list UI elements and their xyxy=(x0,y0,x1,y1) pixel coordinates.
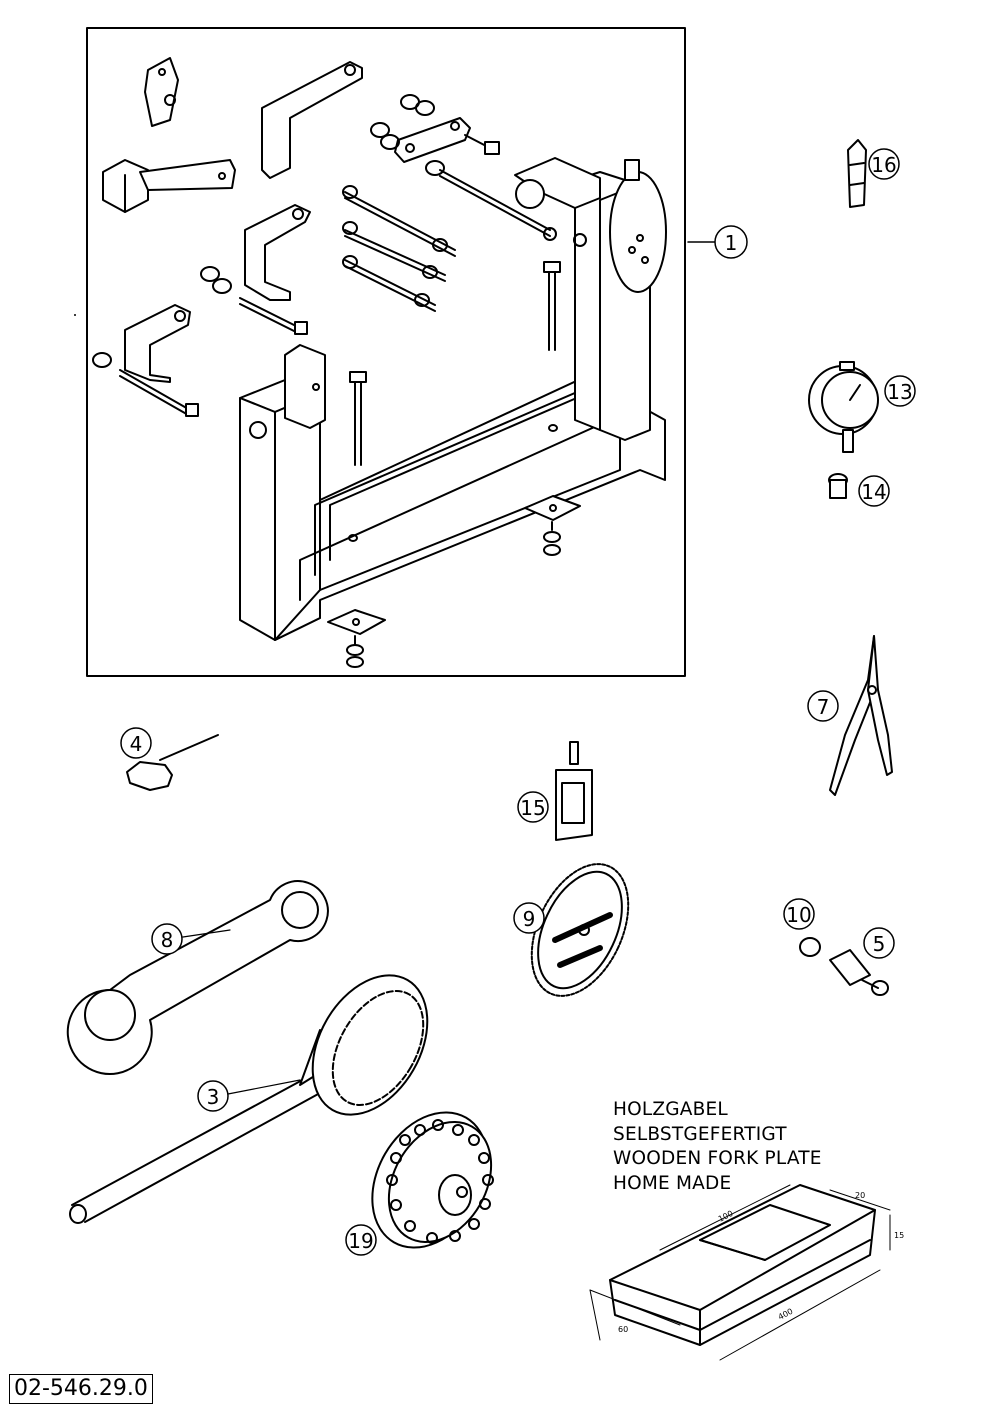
dim-60: 60 xyxy=(618,1325,628,1334)
callout-1: 1 xyxy=(714,225,748,259)
engine-stand-drawing xyxy=(239,157,667,668)
item-13-drawing xyxy=(808,361,879,453)
item-15-drawing xyxy=(555,741,593,841)
callout-16: 16 xyxy=(868,148,900,180)
svg-text:5: 5 xyxy=(873,932,886,956)
callout-14: 14 xyxy=(858,475,890,507)
svg-text:8: 8 xyxy=(161,928,174,952)
svg-text:1: 1 xyxy=(725,231,738,255)
svg-text:3: 3 xyxy=(207,1085,220,1109)
svg-text:16: 16 xyxy=(871,153,896,177)
svg-text:13: 13 xyxy=(887,380,912,404)
callout-19: 19 xyxy=(345,1224,377,1256)
svg-text:10: 10 xyxy=(786,903,811,927)
svg-text:4: 4 xyxy=(130,732,143,756)
item-9-drawing xyxy=(530,863,630,997)
dim-20: 20 xyxy=(855,1191,865,1200)
wooden-fork-plate-drawing xyxy=(589,1184,891,1361)
callout-15: 15 xyxy=(517,791,549,823)
note-line-1: HOLZGABEL xyxy=(613,1099,728,1120)
item-19-drawing xyxy=(371,1111,494,1249)
note-line-3: WOODEN FORK PLATE xyxy=(613,1148,822,1169)
stand-hardware xyxy=(92,57,557,417)
part-number: 02-546.29.0 xyxy=(9,1374,153,1404)
callout-5: 5 xyxy=(863,927,895,959)
dim-15: 15 xyxy=(894,1231,904,1240)
note-line-4: HOME MADE xyxy=(613,1172,732,1194)
assembly-frame-box xyxy=(86,27,686,677)
item-7-drawing xyxy=(829,635,893,796)
item-14-drawing xyxy=(828,473,848,499)
callout-13: 13 xyxy=(884,375,916,407)
callout-9: 9 xyxy=(513,902,545,934)
svg-text:15: 15 xyxy=(520,796,545,820)
callout-3: 3 xyxy=(197,1080,229,1112)
note-line-2: SELBSTGEFERTIGT xyxy=(613,1123,787,1145)
item-10-5-drawing xyxy=(799,937,889,996)
callout-4: 4 xyxy=(120,727,152,759)
item-3-drawing xyxy=(69,974,429,1224)
svg-text:19: 19 xyxy=(348,1229,373,1253)
item-8-drawing xyxy=(66,314,329,1075)
callout-8: 8 xyxy=(151,923,183,955)
item-4-drawing xyxy=(126,734,219,791)
svg-text:7: 7 xyxy=(817,695,830,719)
wooden-fork-note: HOLZGABEL SELBSTGEFERTIGT WOODEN FORK PL… xyxy=(613,1098,822,1196)
callout-10: 10 xyxy=(783,898,815,930)
callout-7: 7 xyxy=(807,690,839,722)
svg-text:9: 9 xyxy=(523,907,536,931)
item-16-drawing xyxy=(847,139,867,208)
svg-text:14: 14 xyxy=(861,480,886,504)
